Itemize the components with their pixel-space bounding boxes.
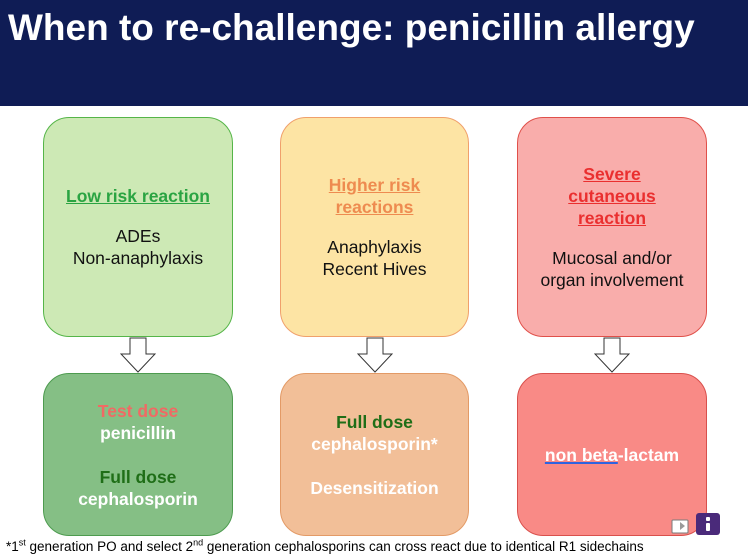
action-line: cephalosporin: [78, 488, 198, 509]
down-arrow-icon: [594, 337, 630, 373]
detail-line: Non-anaphylaxis: [72, 248, 204, 268]
heading-line: Higher risk: [328, 175, 421, 195]
detail-line: organ involvement: [540, 270, 684, 290]
detail-line: Mucosal and/or: [552, 248, 672, 268]
detail-line: Anaphylaxis: [327, 237, 422, 257]
action-line: cephalosporin*: [311, 433, 438, 454]
low-risk-box: Low risk reaction ADEs Non-anaphylaxis: [43, 117, 233, 337]
action-line: Full dose: [336, 411, 413, 432]
title-bar: When to re-challenge: penicillin allergy: [0, 0, 748, 106]
higher-risk-heading: Higher risk reactions: [329, 174, 420, 218]
action-line: Desensitization: [310, 477, 439, 498]
footnote-part: *1: [6, 539, 19, 554]
severe-reaction-box: Severe cutaneous reaction Mucosal and/or…: [517, 117, 707, 337]
severe-details: Mucosal and/or organ involvement: [541, 247, 684, 291]
detail-line: ADEs: [115, 226, 161, 246]
heading-line: Severe: [583, 164, 641, 184]
footnote-sup: st: [18, 537, 26, 548]
down-arrow-icon: [120, 337, 156, 373]
footnote-part: generation PO and select 2: [25, 539, 194, 554]
severe-heading: Severe cutaneous reaction: [568, 163, 656, 229]
action-line: Full dose: [99, 466, 177, 487]
footnote-part: generation cephalosporins can cross reac…: [203, 539, 644, 554]
heading-line: reaction: [577, 208, 647, 228]
higher-risk-details: Anaphylaxis Recent Hives: [322, 236, 426, 280]
action-line: Test dose: [97, 400, 179, 421]
underlined-text: non beta: [544, 444, 618, 465]
speaker-notes-icon[interactable]: [670, 512, 722, 536]
low-risk-heading: Low risk reaction: [66, 186, 210, 206]
footnote-sup: nd: [193, 537, 204, 548]
heading-line: cutaneous: [568, 186, 656, 206]
action-line: non beta-lactam: [545, 444, 679, 466]
low-risk-action-box: Test dose penicillin Full dose cephalosp…: [43, 373, 233, 536]
down-arrow-icon: [357, 337, 393, 373]
text-rest: -lactam: [617, 444, 680, 465]
slide-title: When to re-challenge: penicillin allergy: [8, 7, 695, 48]
footnote: *1st generation PO and select 2nd genera…: [6, 538, 746, 556]
higher-risk-box: Higher risk reactions Anaphylaxis Recent…: [280, 117, 469, 337]
higher-risk-action-box: Full dose cephalosporin* Desensitization: [280, 373, 469, 536]
heading-line: reactions: [335, 197, 414, 217]
action-line: penicillin: [100, 422, 176, 443]
low-risk-details: ADEs Non-anaphylaxis: [73, 225, 203, 269]
detail-line: Recent Hives: [322, 259, 427, 279]
severe-action-box: non beta-lactam: [517, 373, 707, 536]
